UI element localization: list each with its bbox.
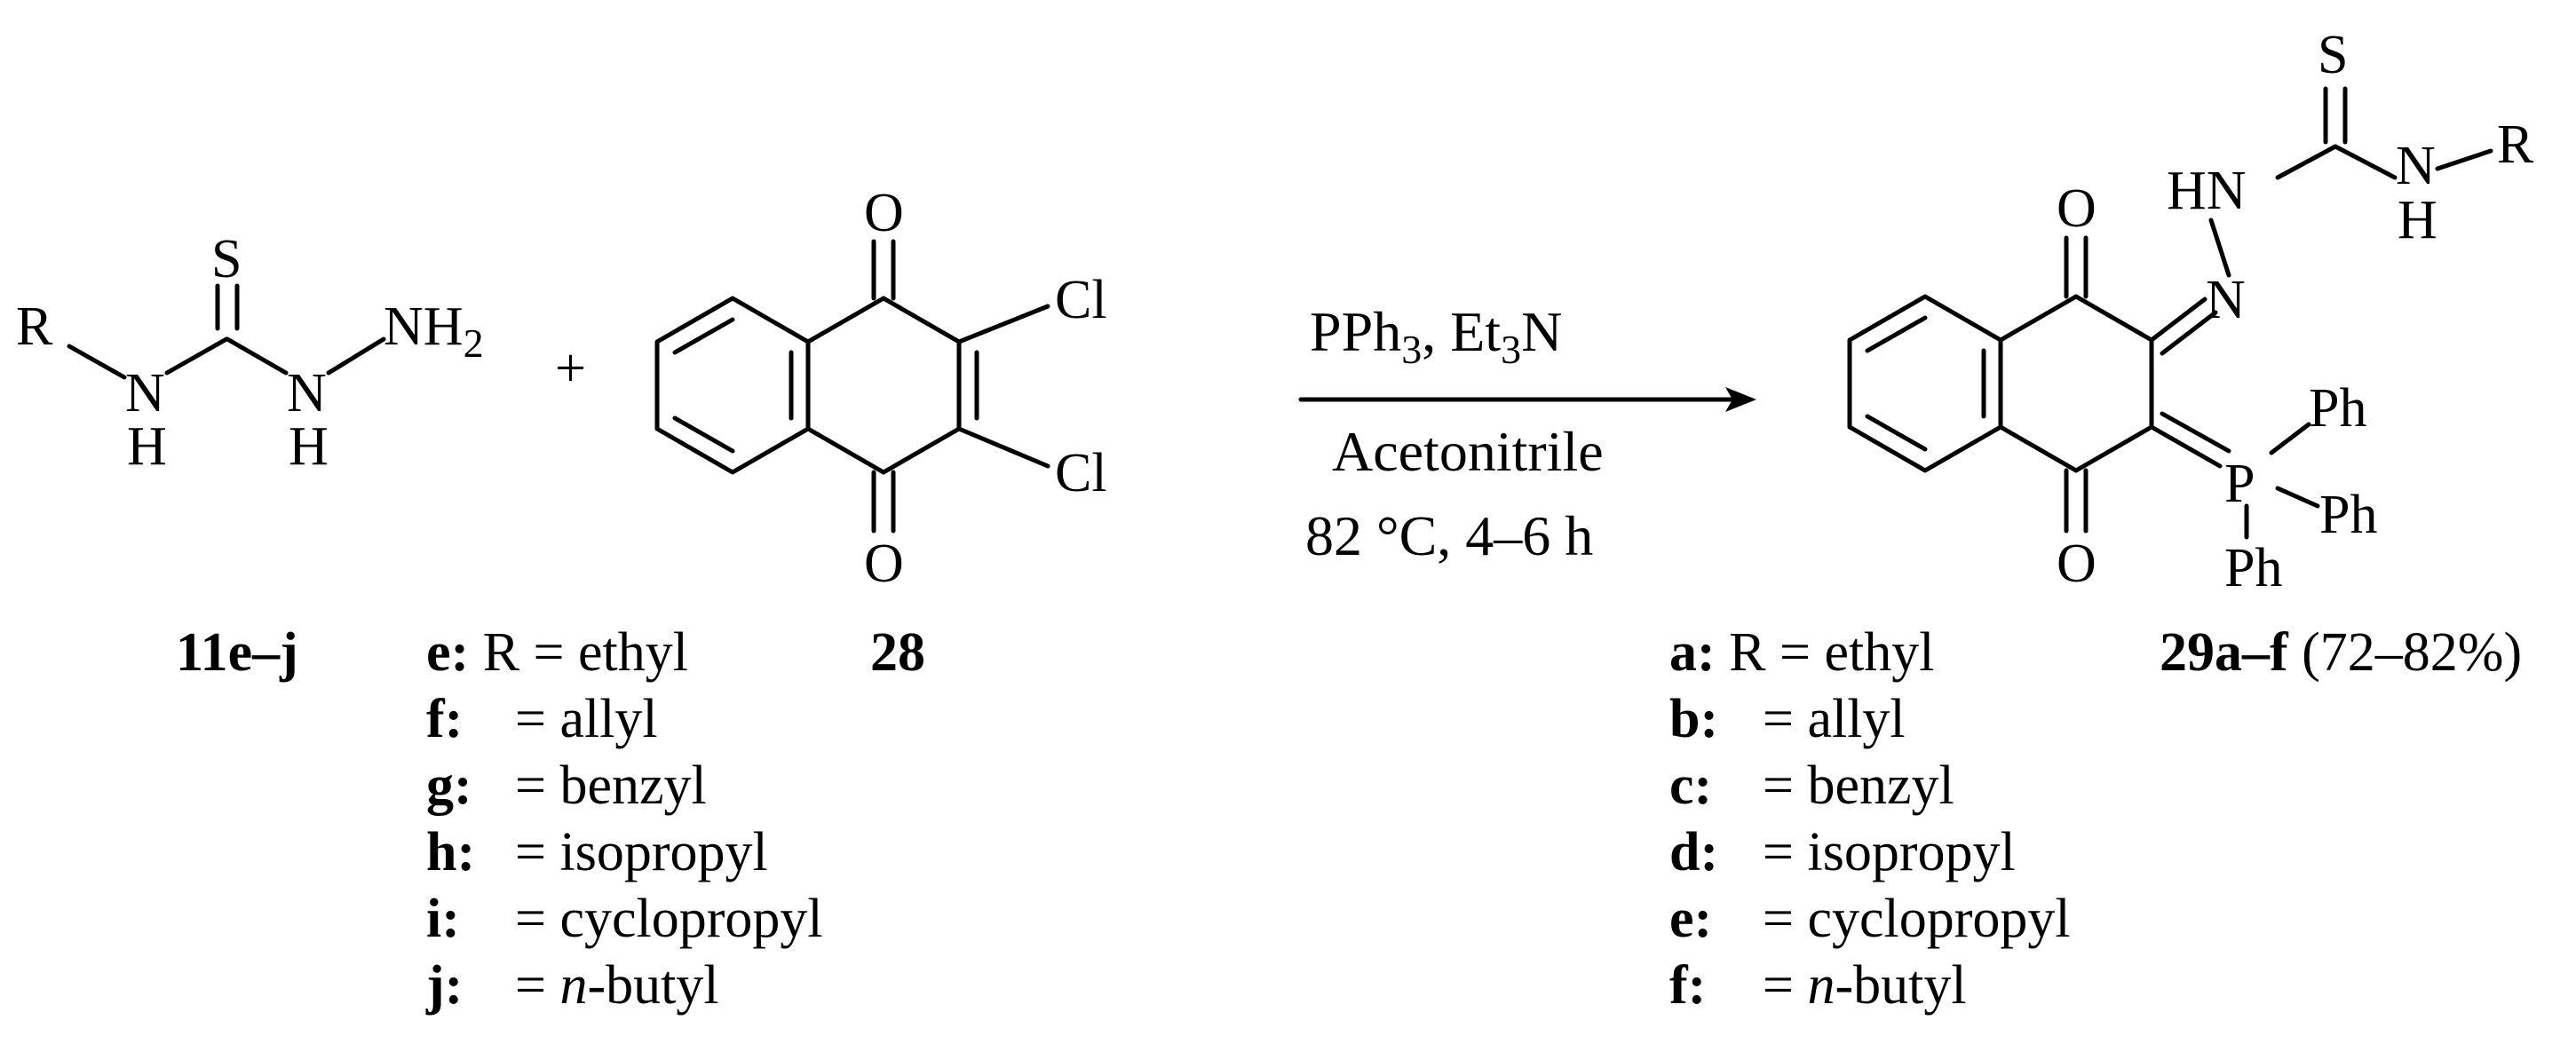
reactant-thiosemicarbazide: R N H S N H NH2 11e–j <box>16 229 484 683</box>
reactant2-bonds <box>654 239 1050 534</box>
product-ylide: S HN N H R N O O P Ph Ph Ph 29a–f (72–82… <box>1847 25 2534 683</box>
r1-atom-N1: N <box>125 363 165 423</box>
r1-atom-N2: N <box>287 363 327 423</box>
list-item: b:= allyl <box>1669 689 1906 749</box>
list-item: e:= cyclopropyl <box>1669 889 2071 949</box>
reactant1-bonds <box>67 283 386 380</box>
p-atom-Ph2: Ph <box>2319 485 2377 545</box>
p-atom-P: P <box>2224 454 2255 514</box>
list-item: g:= benzyl <box>426 755 707 816</box>
reactant-substituent-list: e: R = ethyl f:= allyl g:= benzyl h:= is… <box>425 622 823 1016</box>
product-substituent-list: a: R = ethyl b:= allyl c:= benzyl d:= is… <box>1669 622 2071 1016</box>
list-item: c:= benzyl <box>1669 755 1954 816</box>
list-item: f:= allyl <box>426 689 658 749</box>
p-atom-HN: HN <box>2167 161 2247 221</box>
condition-temperature-time: 82 °C, 4–6 h <box>1305 504 1593 567</box>
arrow-head <box>1725 387 1756 412</box>
condition-reagents: PPh3, Et3N <box>1310 300 1562 372</box>
list-item: h:= isopropyl <box>426 822 768 882</box>
r2-atom-Cl1: Cl <box>1055 270 1107 330</box>
r2-atom-O-top: O <box>864 183 904 243</box>
p-atom-O-bottom: O <box>2057 534 2096 594</box>
p-atom-Ph1: Ph <box>2309 378 2366 439</box>
reaction-arrow <box>1298 387 1756 412</box>
list-item: j:= n-butyl <box>425 955 719 1016</box>
p-atom-N-imine: N <box>2206 270 2246 330</box>
product-compound-label: 29a–f (72–82%) <box>2160 622 2522 683</box>
reactant-dichloronaphthoquinone: O O Cl Cl 28 <box>654 183 1107 683</box>
p-atom-H-right: H <box>2398 190 2437 250</box>
r1-atom-H1: H <box>127 416 167 477</box>
list-item: e: R = ethyl <box>426 622 688 683</box>
r2-atom-Cl2: Cl <box>1055 443 1107 503</box>
p-atom-O-top: O <box>2057 178 2096 239</box>
p-atom-Ph3: Ph <box>2224 538 2282 598</box>
list-item: d:= isopropyl <box>1669 822 2016 882</box>
p-atom-R: R <box>2497 115 2534 175</box>
product-bonds <box>1847 86 2493 540</box>
list-item: i:= cyclopropyl <box>426 889 823 949</box>
r2-atom-O-bottom: O <box>864 534 904 594</box>
p-atom-S: S <box>2318 25 2348 85</box>
r1-atom-S: S <box>211 229 242 289</box>
r1-atom-NH2: NH2 <box>384 297 484 366</box>
r2-compound-label: 28 <box>870 622 925 683</box>
list-item: f:= n-butyl <box>1669 955 1967 1016</box>
list-item: a: R = ethyl <box>1669 622 1934 683</box>
plus-sign: + <box>555 338 586 399</box>
condition-solvent: Acetonitrile <box>1332 420 1604 483</box>
r1-atom-H2: H <box>289 416 329 477</box>
p-atom-N-right: N <box>2396 136 2436 196</box>
r1-atom-R: R <box>16 297 53 357</box>
r1-compound-label: 11e–j <box>176 622 298 683</box>
